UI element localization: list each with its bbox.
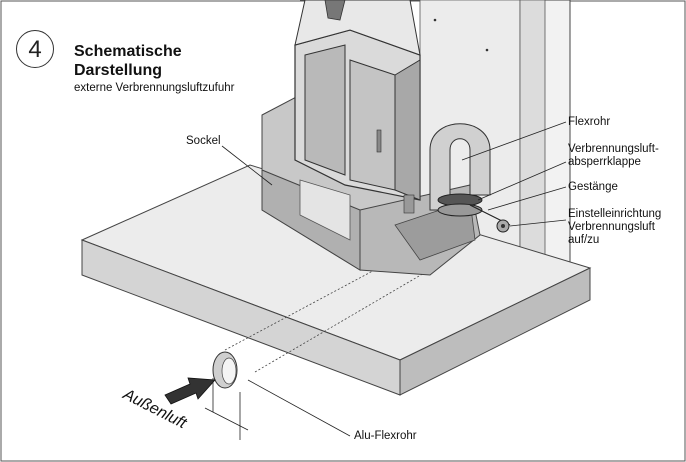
- leader-sockel: [221, 145, 273, 186]
- label-alu-flexrohr: Alu-Flexrohr: [354, 430, 417, 442]
- label-einstell-2: Verbrennungsluft: [568, 221, 655, 233]
- label-gestaenge: Gestänge: [568, 181, 618, 193]
- leader-einstell: [509, 219, 567, 227]
- label-klappe-2: absperrklappe: [568, 156, 641, 168]
- figure-title-line1: Schematische: [74, 43, 182, 60]
- label-sockel: Sockel: [186, 135, 221, 147]
- label-klappe-1: Verbrennungsluft-: [568, 143, 659, 155]
- label-einstell-3: auf/zu: [568, 234, 600, 246]
- hidden-pipe-line: [224, 234, 441, 351]
- label-flexrohr: Flexrohr: [568, 116, 611, 128]
- figure-subtitle: externe Verbrennungsluftzufuhr: [74, 82, 235, 94]
- leader-flexrohr: [461, 121, 567, 161]
- leader-klappe: [477, 161, 567, 201]
- figure-number: 4: [16, 30, 54, 68]
- leader-gestaenge: [487, 186, 567, 211]
- airflow-arrow: [164, 377, 216, 405]
- leader-alu: [247, 379, 351, 437]
- label-einstell-1: Einstelleinrichtung: [568, 208, 662, 220]
- figure-title-line2: Darstellung: [74, 62, 163, 79]
